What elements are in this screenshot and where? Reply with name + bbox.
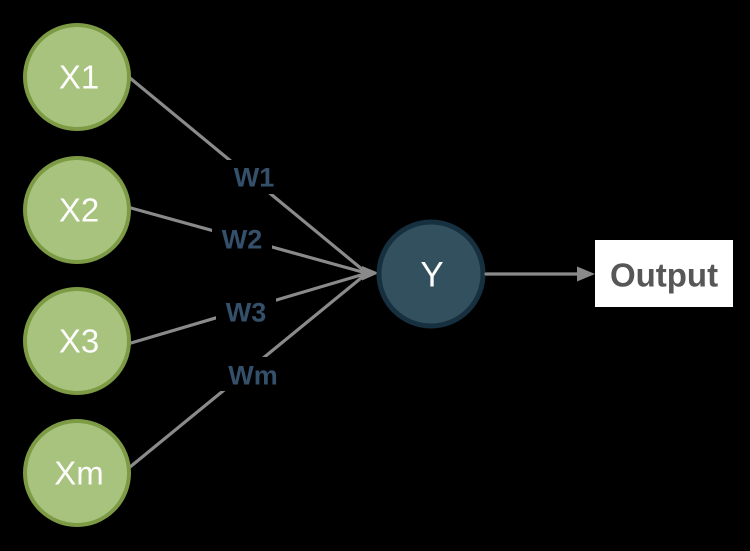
input-node-xm: Xm — [23, 419, 131, 527]
weight-labels: W1 W2 W3 Wm — [212, 160, 287, 391]
weight-label-wm: Wm — [228, 360, 278, 390]
weight-label-w2: W2 — [222, 224, 263, 254]
input-label-xm: Xm — [54, 455, 104, 492]
input-label-x1: X1 — [59, 59, 99, 96]
weight-w2-gap — [212, 222, 272, 256]
output-label: Output — [610, 257, 718, 294]
weight-wm-gap — [219, 357, 287, 391]
output-connector — [484, 266, 595, 282]
neuron-node-y: Y — [376, 219, 486, 329]
weight-label-w1: W1 — [234, 162, 275, 192]
output-node: Output — [595, 240, 733, 307]
input-circle-xm — [23, 419, 131, 527]
input-node-x2: X2 — [23, 156, 131, 264]
convergence-arrowhead-icon — [362, 266, 379, 281]
input-circle-x3 — [23, 287, 131, 395]
weight-w3-gap — [216, 295, 276, 329]
input-connectors — [128, 76, 379, 469]
neuron-circle-y — [376, 219, 486, 329]
weight-label-w3: W3 — [226, 297, 267, 327]
input-circle-x1 — [23, 23, 131, 131]
input-node-x3: X3 — [23, 287, 131, 395]
output-arrowhead-icon — [577, 266, 595, 282]
input-circle-x2 — [23, 156, 131, 264]
weight-w1-gap — [224, 160, 284, 194]
input-node-x1: X1 — [23, 23, 131, 131]
input-label-x2: X2 — [59, 192, 99, 229]
output-box — [595, 240, 733, 307]
input-label-x3: X3 — [59, 323, 99, 360]
neuron-label-y: Y — [420, 255, 443, 294]
